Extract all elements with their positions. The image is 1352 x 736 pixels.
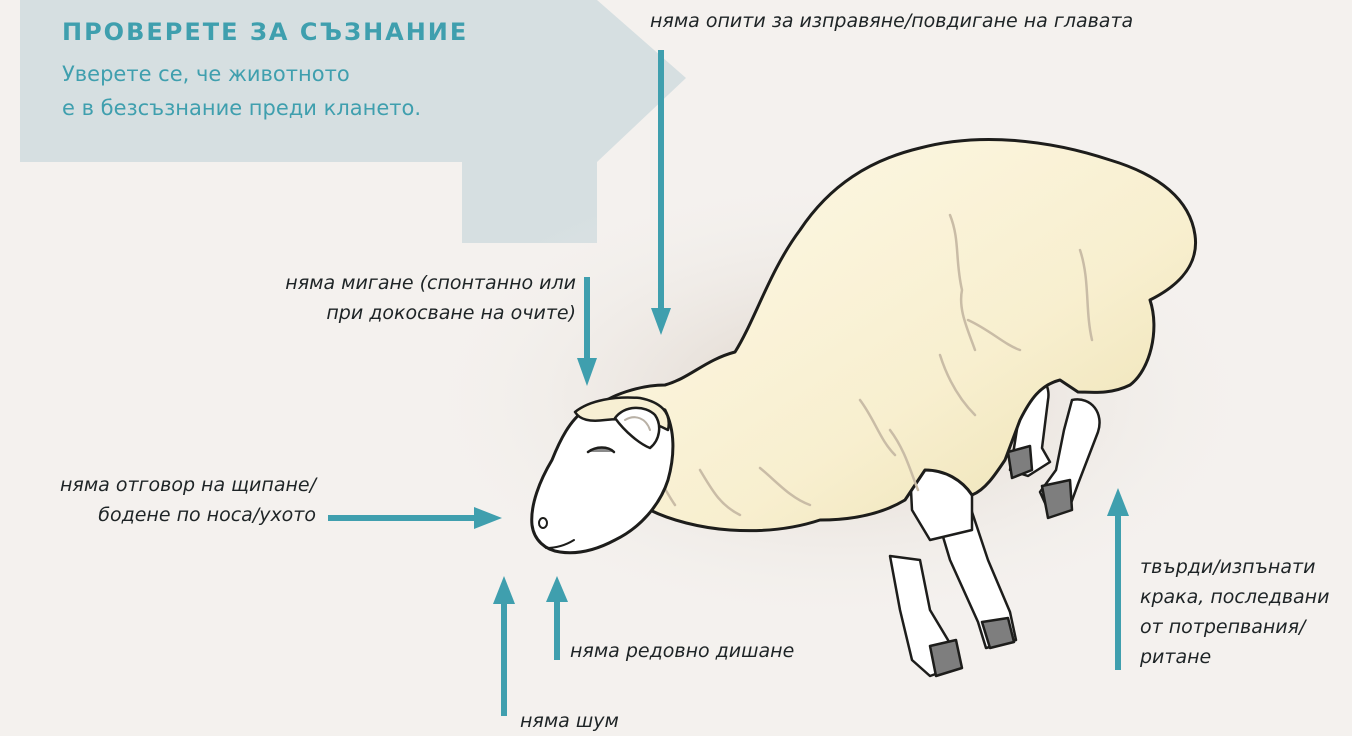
banner-title: ПРОВЕРЕТЕ ЗА СЪЗНАНИЕ <box>62 18 468 46</box>
arrow-breathing-shaft <box>554 598 560 660</box>
arrow-noise-shaft <box>501 598 507 716</box>
label-blink-1: няма мигане (спонтанно или <box>285 272 576 295</box>
arrow-blink-shaft <box>584 277 590 361</box>
label-noise: няма шум <box>520 710 619 733</box>
arrow-pinch-shaft <box>328 515 476 521</box>
label-legs-3: от потрепвания/ <box>1140 616 1305 639</box>
banner-line-2: е в безсъзнание преди кланeто. <box>62 96 421 120</box>
label-legs-2: крака, последвани <box>1140 586 1329 609</box>
arrow-breathing-tip <box>546 576 568 602</box>
label-legs-1: твърди/изпънати <box>1140 556 1315 579</box>
label-legs-4: ритане <box>1140 646 1211 669</box>
arrow-legs-shaft <box>1115 510 1121 670</box>
label-blink-2: при докосване на очите) <box>326 302 576 325</box>
arrow-noise-tip <box>493 576 515 604</box>
label-pinch-1: няма отговор на щипане/ <box>60 474 316 497</box>
label-head: няма опити за изправяне/повдигане на гла… <box>650 10 1133 33</box>
banner-line-1: Уверете се, че животното <box>62 62 350 86</box>
label-pinch-2: бодене по носа/ухото <box>98 504 316 527</box>
label-breathing: няма редовно дишане <box>570 640 794 663</box>
arrow-head-shaft <box>658 50 664 312</box>
